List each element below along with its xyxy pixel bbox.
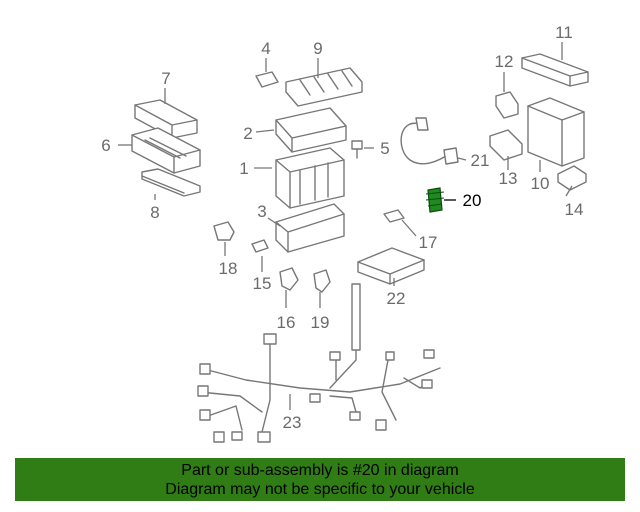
part-16-sensor[interactable] bbox=[279, 267, 299, 291]
part-8-bracket[interactable] bbox=[141, 168, 201, 197]
callout-23[interactable]: 23 bbox=[283, 413, 302, 432]
part-15-clip[interactable] bbox=[251, 239, 269, 253]
part-11-cover-plate[interactable] bbox=[521, 53, 589, 87]
part-23-wire-harness[interactable] bbox=[197, 283, 441, 443]
callout-3[interactable]: 3 bbox=[257, 202, 266, 221]
callout-19[interactable]: 19 bbox=[311, 313, 330, 332]
callout-8[interactable]: 8 bbox=[150, 203, 159, 222]
callout-1[interactable]: 1 bbox=[239, 159, 248, 178]
part-1-junction-box[interactable] bbox=[275, 147, 345, 209]
part-18-sensor[interactable] bbox=[213, 221, 235, 241]
callout-labels: 1 2 3 4 5 6 7 8 9 10 11 12 13 14 15 16 1… bbox=[101, 23, 583, 432]
part-9-relay-strip[interactable] bbox=[285, 67, 363, 107]
callout-14[interactable]: 14 bbox=[565, 200, 584, 219]
callout-11[interactable]: 11 bbox=[555, 23, 573, 42]
part-12-bracket[interactable] bbox=[495, 91, 519, 119]
callout-20[interactable]: 20 bbox=[463, 191, 482, 210]
callout-17[interactable]: 17 bbox=[419, 233, 438, 252]
part-21-sensor-cable[interactable] bbox=[400, 117, 459, 165]
part-2-box-cover[interactable] bbox=[275, 107, 347, 153]
part-20-sensor[interactable] bbox=[425, 187, 445, 213]
callout-2[interactable]: 2 bbox=[243, 124, 252, 143]
callout-22[interactable]: 22 bbox=[387, 289, 406, 308]
callout-18[interactable]: 18 bbox=[219, 259, 238, 278]
callout-6[interactable]: 6 bbox=[101, 136, 110, 155]
info-banner: Part or sub-assembly is #20 in diagram D… bbox=[15, 458, 625, 501]
part-14-mount[interactable] bbox=[557, 165, 587, 191]
part-19-sensor[interactable] bbox=[313, 269, 331, 293]
callout-21[interactable]: 21 bbox=[471, 151, 490, 170]
callout-5[interactable]: 5 bbox=[380, 139, 389, 158]
parts-diagram: 1 2 3 4 5 6 7 8 9 10 11 12 13 14 15 16 1… bbox=[101, 23, 589, 443]
callout-12[interactable]: 12 bbox=[495, 52, 514, 71]
callout-16[interactable]: 16 bbox=[277, 313, 296, 332]
part-4-clip[interactable] bbox=[255, 71, 279, 88]
callout-10[interactable]: 10 bbox=[531, 174, 550, 193]
part-10-control-module[interactable] bbox=[527, 97, 585, 167]
callout-7[interactable]: 7 bbox=[161, 69, 170, 88]
banner-line-1: Part or sub-assembly is #20 in diagram bbox=[181, 461, 459, 479]
banner-line-2: Diagram may not be specific to your vehi… bbox=[165, 480, 475, 498]
part-6-fuse-block[interactable] bbox=[131, 127, 201, 174]
part-22-module[interactable] bbox=[357, 247, 425, 285]
leader-lines bbox=[118, 42, 573, 410]
part-13-bracket[interactable] bbox=[489, 129, 523, 161]
callout-13[interactable]: 13 bbox=[499, 169, 518, 188]
callout-15[interactable]: 15 bbox=[253, 274, 272, 293]
callout-4[interactable]: 4 bbox=[261, 39, 270, 58]
part-3-lower-case[interactable] bbox=[275, 203, 345, 253]
callout-9[interactable]: 9 bbox=[313, 39, 322, 58]
part-5-bolt[interactable] bbox=[351, 140, 363, 159]
part-17-connector[interactable] bbox=[383, 209, 405, 223]
